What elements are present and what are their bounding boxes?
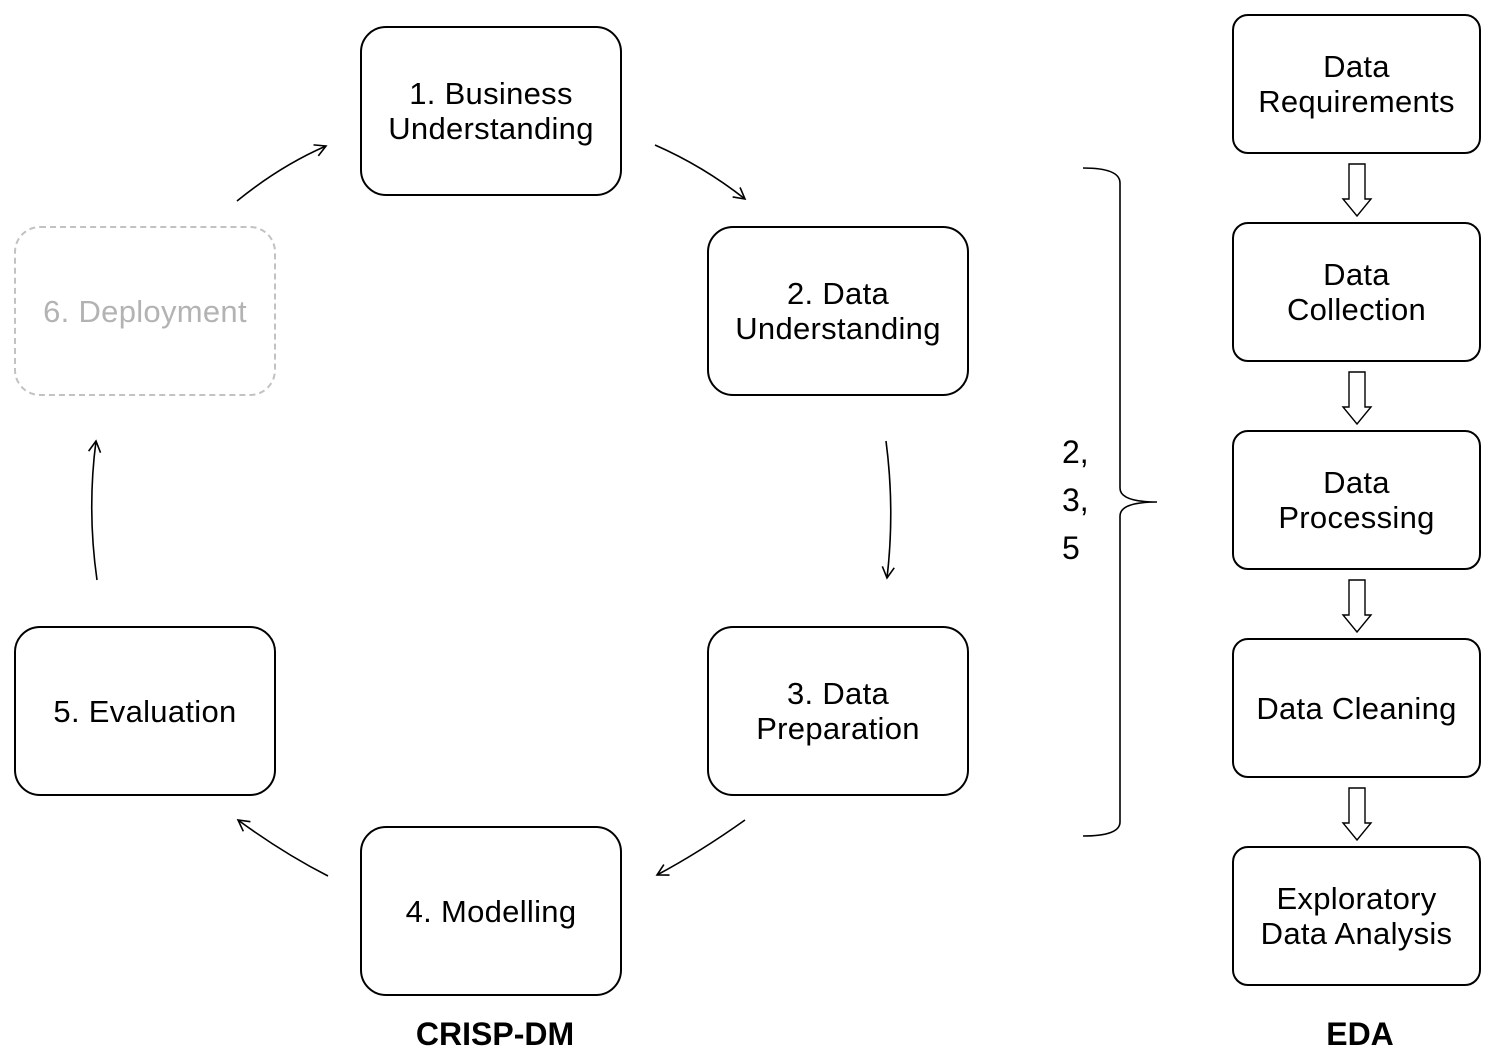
node-data-preparation: 3. Data Preparation: [707, 626, 969, 796]
eda-arrow-4: [1341, 787, 1373, 842]
bracket-label-line: 5: [1062, 530, 1080, 566]
bracket-label-line: 2,: [1062, 434, 1089, 470]
node-label-line: 6. Deployment: [43, 293, 247, 329]
node-label-line: 5. Evaluation: [53, 693, 237, 729]
node-deployment: 6. Deployment: [14, 226, 276, 396]
node-label-line: 2. Data: [786, 276, 890, 311]
node-business-understanding: 1. Business Understanding: [360, 26, 622, 196]
eda-arrow-1: [1341, 163, 1373, 218]
crisp-dm-caption: CRISP-DM: [415, 1016, 575, 1052]
node-label-line: 4. Modelling: [405, 893, 577, 929]
node-label-line: Understanding: [388, 111, 594, 146]
curly-bracket: [1082, 167, 1158, 837]
arrow-preparation-to-modelling: [655, 819, 746, 876]
node-label-line: Understanding: [735, 311, 941, 346]
node-label-line: Data Analysis: [1260, 916, 1453, 951]
arrow-data-understanding-to-preparation: [881, 440, 895, 580]
node-label-line: Requirements: [1258, 84, 1455, 119]
arrow-evaluation-to-deployment: [87, 439, 102, 581]
node-label-line: Processing: [1278, 500, 1435, 535]
eda-arrow-2: [1341, 371, 1373, 426]
eda-step-data-collection: Data Collection: [1232, 222, 1481, 362]
eda-step-data-cleaning: Data Cleaning: [1232, 638, 1481, 778]
node-label-line: Collection: [1286, 292, 1427, 327]
eda-step-data-requirements: Data Requirements: [1232, 14, 1481, 154]
eda-step-exploratory-data-analysis: Exploratory Data Analysis: [1232, 846, 1481, 986]
eda-caption: EDA: [1326, 1016, 1394, 1052]
eda-step-data-processing: Data Processing: [1232, 430, 1481, 570]
node-label-line: Preparation: [756, 711, 920, 746]
node-label-line: Data: [1323, 465, 1390, 500]
node-modelling: 4. Modelling: [360, 826, 622, 996]
bracket-label: 2, 3, 5: [1062, 428, 1112, 572]
arrow-modelling-to-evaluation: [236, 819, 329, 877]
eda-arrow-3: [1341, 579, 1373, 634]
node-label-line: Data Cleaning: [1256, 690, 1457, 726]
node-evaluation: 5. Evaluation: [14, 626, 276, 796]
arrow-deployment-to-business: [236, 144, 328, 202]
arrow-business-to-data-understanding: [654, 144, 747, 201]
node-label-line: Data: [1323, 49, 1390, 84]
node-label-line: 1. Business: [409, 76, 573, 111]
node-label-line: Exploratory: [1276, 881, 1437, 916]
bracket-label-line: 3,: [1062, 482, 1089, 518]
node-label-line: Data: [1323, 257, 1390, 292]
node-label-line: 3. Data: [786, 676, 890, 711]
node-data-understanding: 2. Data Understanding: [707, 226, 969, 396]
